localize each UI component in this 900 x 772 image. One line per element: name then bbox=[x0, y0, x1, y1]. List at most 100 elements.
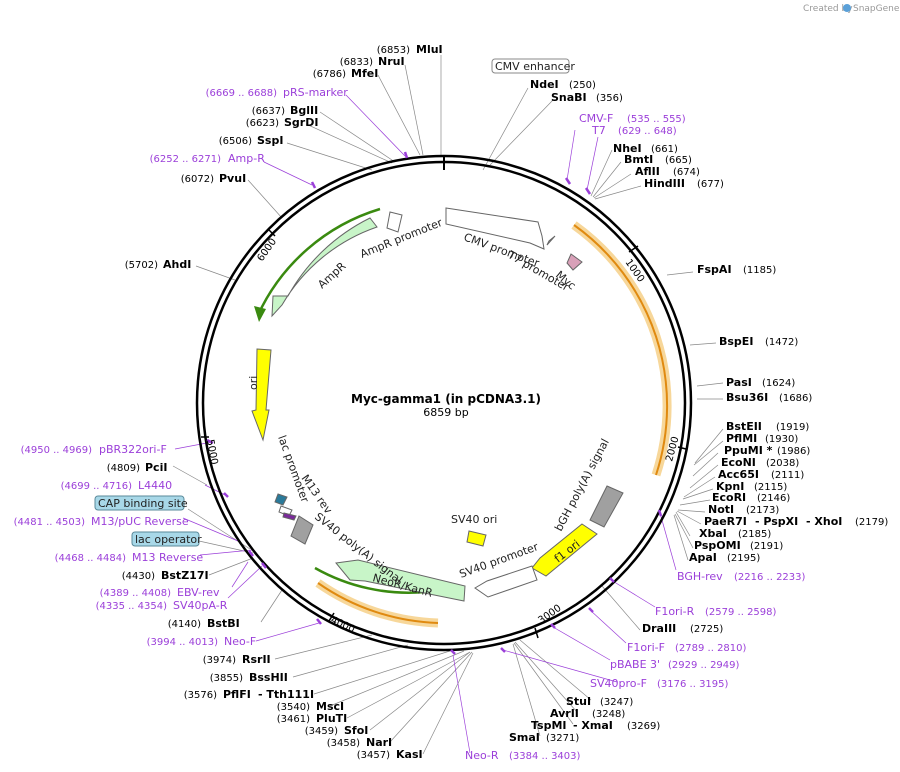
pbabe-name: pBABE 3' bbox=[610, 658, 660, 671]
bstz17i-name: BstZ17I bbox=[161, 569, 209, 582]
bstz17i-pos: (4430) bbox=[122, 571, 155, 582]
econi-name: EcoNI bbox=[721, 456, 756, 469]
hindiii-name: HindIII bbox=[644, 177, 685, 190]
ampr-arc bbox=[256, 207, 381, 316]
plasmid-length: 6859 bp bbox=[423, 406, 468, 419]
sgrdi-pos: (6623) bbox=[246, 118, 279, 129]
avrii-name: AvrII bbox=[550, 707, 579, 720]
cmv-promoter-shape bbox=[445, 207, 545, 250]
bsshii-name: BssHII bbox=[249, 671, 288, 684]
noti-name: NotI bbox=[708, 503, 734, 516]
sv40-promoter-shape bbox=[474, 565, 538, 598]
pflmi-pos: (1930) bbox=[765, 434, 798, 445]
pluti-name: PluTI bbox=[316, 712, 347, 725]
bsteii-pos: (1919) bbox=[776, 422, 809, 433]
sgrdi-name: SgrDI bbox=[284, 116, 318, 129]
kasi-name: KasI bbox=[396, 748, 423, 761]
ppumi-pos: (1986) bbox=[777, 446, 810, 457]
pvui-pos: (6072) bbox=[181, 174, 214, 185]
ampr-label: AmpR bbox=[315, 259, 348, 291]
cmv-enhancer-box bbox=[491, 58, 570, 74]
acc65i-name: Acc65I bbox=[718, 468, 759, 481]
mlui-pos: (6853) bbox=[377, 45, 410, 56]
pcii-name: PciI bbox=[145, 461, 167, 474]
prs-name: pRS-marker bbox=[283, 86, 348, 99]
paer7i-name: PaeR7I bbox=[704, 515, 747, 528]
cap-binding-site-label: CAP binding site bbox=[98, 497, 188, 510]
rsrii-pos: (3974) bbox=[203, 655, 236, 666]
f1orir-pos: (2579 .. 2598) bbox=[705, 607, 777, 618]
tth111i-name: - Tth111I bbox=[258, 688, 314, 701]
snapgene-credit: Created by SnapGene bbox=[803, 4, 900, 14]
pspxi-name: - PspXI bbox=[755, 515, 798, 528]
nrui-name: NruI bbox=[378, 55, 405, 68]
sfoi-pos: (3459) bbox=[305, 726, 338, 737]
bmti-pos: (665) bbox=[665, 155, 692, 166]
ampr-promoter-shape bbox=[386, 211, 403, 233]
m13rev-primer-pos: (4468 .. 4484) bbox=[55, 553, 127, 564]
feature-shapes bbox=[251, 207, 624, 602]
pflfi-pos: (3576) bbox=[184, 690, 217, 701]
bglii-name: BglII bbox=[290, 104, 318, 117]
kpni-name: KpnI bbox=[716, 480, 744, 493]
mfei-name: MfeI bbox=[351, 67, 378, 80]
paer7i-pos: (2179) bbox=[855, 517, 888, 528]
tick-5000: 5000 bbox=[204, 439, 219, 466]
f1orif-name: F1ori-F bbox=[627, 641, 665, 654]
f1orir-name: F1ori-R bbox=[655, 605, 695, 618]
xmai-name: - XmaI bbox=[573, 719, 613, 732]
t7-name: T7 bbox=[591, 124, 606, 137]
ampr-primer-pos: (6252 .. 6271) bbox=[150, 154, 222, 165]
stui-pos: (3247) bbox=[600, 697, 633, 708]
credit-brand: SnapGene bbox=[853, 4, 900, 14]
sv40prof-name: SV40pro-F bbox=[590, 677, 647, 690]
plasmid-name: Myc-gamma1 (in pCDNA3.1) bbox=[351, 392, 541, 406]
sspi-pos: (6506) bbox=[219, 136, 252, 147]
t7-pos: (629 .. 648) bbox=[618, 126, 677, 137]
aflii-name: AflII bbox=[635, 165, 660, 178]
bstbi-pos: (4140) bbox=[168, 619, 201, 630]
nari-name: NarI bbox=[366, 736, 392, 749]
credit-text: Created by bbox=[803, 4, 853, 14]
ampr-arc-arrow bbox=[254, 306, 266, 322]
bspei-name: BspEI bbox=[719, 335, 753, 348]
ebvrev-name: EBV-rev bbox=[177, 586, 220, 599]
bsshii-pos: (3855) bbox=[210, 673, 243, 684]
tick-4000: 4000 bbox=[329, 615, 357, 636]
hindiii-pos: (677) bbox=[697, 179, 724, 190]
cmvf-name: CMV-F bbox=[579, 112, 613, 125]
nhei-name: NheI bbox=[613, 142, 642, 155]
ndei-pos: (250) bbox=[569, 80, 596, 91]
noti-pos: (2173) bbox=[746, 505, 779, 516]
pluti-pos: (3461) bbox=[277, 714, 310, 725]
nari-pos: (3458) bbox=[327, 738, 360, 749]
smai-pos: (3271) bbox=[546, 733, 579, 744]
leader-lines bbox=[172, 55, 724, 755]
ecori-name: EcoRI bbox=[712, 491, 746, 504]
cmv-enhancer-label: CMV enhancer bbox=[495, 60, 575, 73]
lac-operator-box bbox=[131, 531, 200, 547]
bmti-name: BmtI bbox=[624, 153, 653, 166]
mfei-pos: (6786) bbox=[313, 69, 346, 80]
snabi-name: SnaBI bbox=[551, 91, 587, 104]
m13rev-primer-name: M13 Reverse bbox=[132, 551, 203, 564]
kpni-pos: (2115) bbox=[754, 482, 787, 493]
sfoi-name: SfoI bbox=[344, 724, 368, 737]
l4440-pos: (4699 .. 4716) bbox=[61, 481, 133, 492]
pflfi-name: PflFI bbox=[223, 688, 251, 701]
orange-arc-1-bg bbox=[571, 221, 672, 477]
orange-arc-1 bbox=[573, 224, 669, 476]
sv40-ori-shape bbox=[466, 530, 487, 547]
pbr322-pos: (4950 .. 4969) bbox=[21, 445, 93, 456]
psti-pos: (1624) bbox=[762, 378, 795, 389]
bgh-shape bbox=[589, 485, 624, 528]
xhoi-name: - XhoI bbox=[806, 515, 842, 528]
ebvrev-pos: (4389 .. 4408) bbox=[100, 588, 172, 599]
ecori-pos: (2146) bbox=[757, 493, 790, 504]
sv40prof-pos: (3176 .. 3195) bbox=[657, 679, 729, 690]
rsrii-name: RsrII bbox=[242, 653, 271, 666]
ori-label: ori bbox=[247, 376, 260, 390]
ahdi-pos: (5702) bbox=[125, 260, 158, 271]
myc-shape bbox=[566, 253, 583, 271]
